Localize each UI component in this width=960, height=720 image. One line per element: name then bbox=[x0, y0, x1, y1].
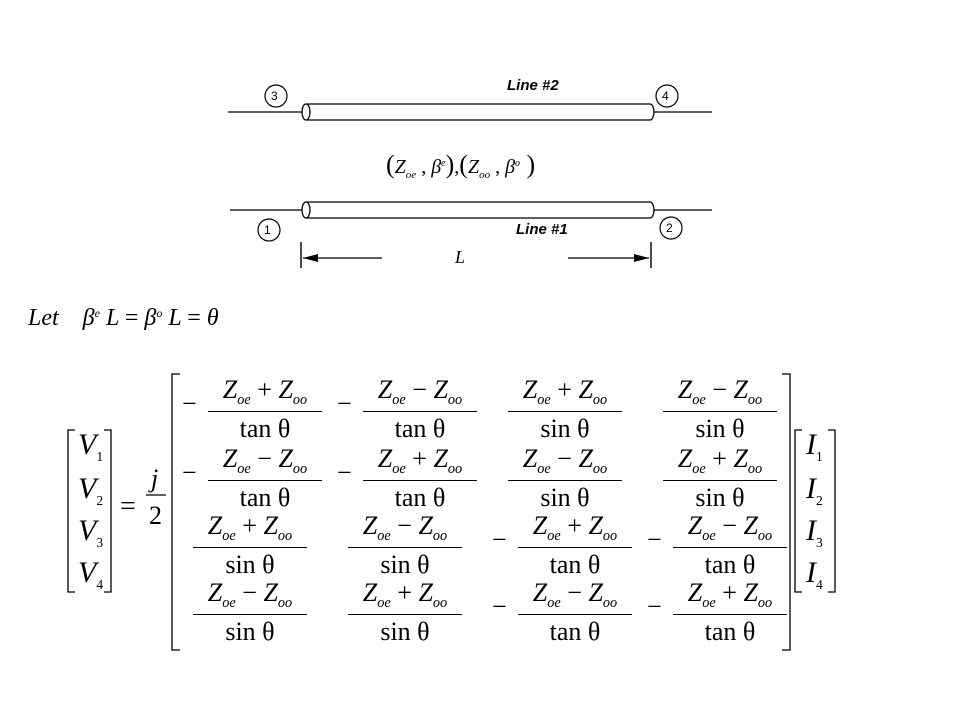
coef-denominator: 2 bbox=[149, 501, 162, 530]
i-vector-left-bracket bbox=[794, 429, 802, 593]
v-vector-entry: V1 bbox=[78, 428, 104, 465]
line-1-label: Line #1 bbox=[516, 221, 568, 238]
line-2 bbox=[228, 103, 712, 121]
mode-parameters: (Zoe , βe),(Zoo , βo ) bbox=[386, 150, 536, 181]
v-vector-entry: V4 bbox=[78, 556, 104, 593]
equals-sign: = bbox=[120, 491, 136, 522]
i-vector-entry: I1 bbox=[806, 428, 823, 465]
minus-sign: − bbox=[647, 592, 662, 621]
minus-sign: − bbox=[647, 525, 662, 554]
v-vector-left-bracket bbox=[67, 429, 75, 593]
i-vector-entry: I4 bbox=[806, 556, 823, 593]
minus-sign: − bbox=[337, 458, 352, 487]
minus-sign: − bbox=[182, 389, 197, 418]
i-vector-entry: I3 bbox=[806, 514, 823, 551]
port-1-label: 1 bbox=[264, 223, 271, 237]
minus-sign: − bbox=[182, 458, 197, 487]
port-2-circle bbox=[659, 216, 683, 240]
minus-sign: − bbox=[492, 525, 507, 554]
port-4-circle bbox=[655, 84, 679, 108]
coef-numerator: j bbox=[151, 464, 159, 493]
port-2-label: 2 bbox=[666, 221, 673, 235]
line-1 bbox=[230, 201, 712, 219]
z-matrix-left-bracket bbox=[171, 373, 180, 651]
line-2-label: Line #2 bbox=[507, 77, 559, 94]
v-vector-right-bracket bbox=[104, 429, 112, 593]
i-vector-right-bracket bbox=[828, 429, 836, 593]
i-vector-entry: I2 bbox=[806, 472, 823, 509]
port-4-label: 4 bbox=[662, 89, 669, 103]
let-statement: Let βe L = βo L = θ bbox=[28, 305, 219, 331]
port-1-circle bbox=[257, 218, 281, 242]
port-3-label: 3 bbox=[271, 89, 278, 103]
minus-sign: − bbox=[337, 389, 352, 418]
port-3-circle bbox=[264, 84, 288, 108]
length-label: L bbox=[455, 247, 466, 267]
minus-sign: − bbox=[492, 592, 507, 621]
v-vector-entry: V3 bbox=[78, 514, 104, 551]
v-vector-entry: V2 bbox=[78, 472, 104, 509]
z-matrix-right-bracket bbox=[782, 373, 791, 651]
length-dimension bbox=[300, 242, 652, 268]
